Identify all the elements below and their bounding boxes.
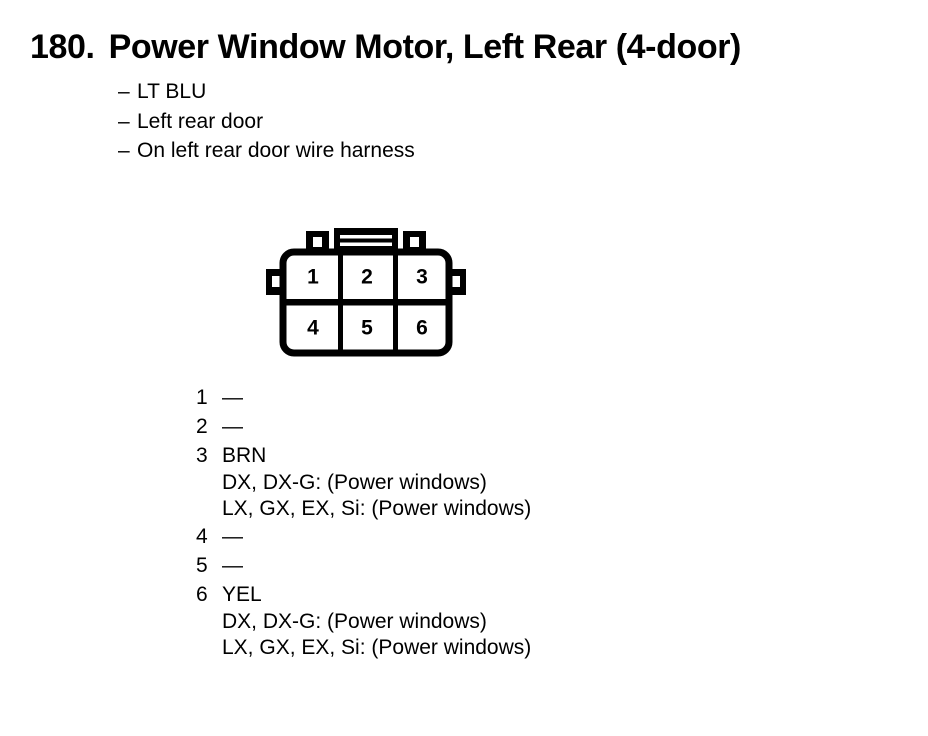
note-label: LT BLU	[137, 80, 207, 103]
pin-number: 4	[196, 525, 208, 548]
dash-marker-icon: –	[118, 80, 130, 103]
pin-number: 1	[196, 386, 208, 409]
pin-note: LX, GX, EX, Si: (Power windows)	[222, 497, 532, 520]
pin-number: 6	[196, 583, 208, 606]
pin-wire-color: BRN	[222, 444, 267, 467]
connector-row-divider	[286, 299, 446, 306]
notes-list: – LT BLU – Left rear door – On left rear…	[118, 77, 415, 166]
dash-marker-icon: –	[118, 139, 130, 162]
pin-wire-color: YEL	[222, 583, 262, 606]
pin-number: 5	[196, 554, 208, 577]
pinout-entry: 1 —	[196, 383, 531, 412]
note-label: On left rear door wire harness	[137, 139, 415, 162]
pin-number: 2	[196, 415, 208, 438]
connector-drawing: 1 2 3 4 5 6	[266, 228, 466, 357]
connector-pin-cell: 4	[307, 317, 319, 340]
pin-note: DX, DX-G: (Power windows)	[222, 471, 487, 494]
connector-diagram: 1 2 3 4 5 6	[262, 228, 474, 360]
pin-wire-color: —	[222, 386, 243, 409]
page-title: 180. Power Window Motor, Left Rear (4-do…	[30, 28, 741, 66]
entry-number: 180.	[30, 28, 95, 66]
pin-wire-color: —	[222, 415, 243, 438]
pin-note: DX, DX-G: (Power windows)	[222, 610, 487, 633]
connector-pin-cell: 3	[416, 266, 428, 289]
note-label: Left rear door	[137, 109, 264, 133]
pinout-list: 1 — 2 — 3 BRN DX, DX-G: (Power windows) …	[196, 383, 531, 661]
note-item: – LT BLU	[118, 77, 415, 107]
entry-title: Power Window Motor, Left Rear (4-door)	[108, 28, 742, 66]
pin-wire-color: —	[222, 525, 243, 548]
pinout-entry: 2 —	[196, 412, 531, 441]
pin-note: LX, GX, EX, Si: (Power windows)	[222, 636, 532, 659]
connector-pin-cell: 5	[361, 317, 373, 340]
pinout-entry: 3 BRN DX, DX-G: (Power windows) LX, GX, …	[196, 441, 531, 522]
connector-pin-cell: 1	[307, 266, 319, 289]
pin-number: 3	[196, 444, 208, 467]
connector-pin-cell: 2	[361, 266, 373, 289]
connector-pin-cell: 6	[416, 317, 428, 340]
pinout-entry: 6 YEL DX, DX-G: (Power windows) LX, GX, …	[196, 580, 531, 661]
dash-marker-icon: –	[118, 109, 130, 133]
connector-col-divider	[393, 255, 398, 350]
pinout-entry: 5 —	[196, 551, 531, 580]
pinout-entry: 4 —	[196, 522, 531, 551]
note-item: – Left rear door	[118, 107, 415, 137]
pin-wire-color: —	[222, 554, 243, 577]
note-item: – On left rear door wire harness	[118, 136, 415, 166]
connector-col-divider	[338, 255, 343, 350]
